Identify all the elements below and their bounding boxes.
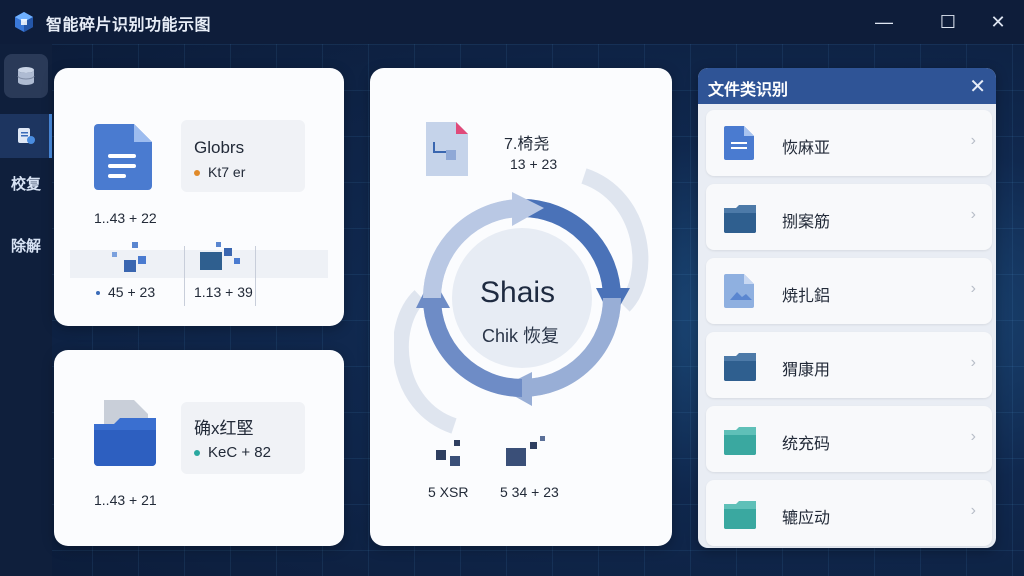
folder-icon — [724, 427, 756, 455]
sidebar-item-recognition[interactable] — [0, 114, 52, 158]
fragment-stat-1: 45 + 23 — [96, 284, 155, 300]
document-icon — [724, 126, 754, 160]
sidebar: 校复 除解 — [0, 44, 52, 576]
image-file-icon — [724, 274, 754, 308]
file-type-label: 焼扎鋁 — [782, 288, 831, 305]
chevron-right-icon: › — [970, 206, 976, 223]
close-button[interactable]: ✕ — [982, 6, 1014, 38]
chevron-right-icon: › — [970, 428, 976, 445]
folder-icon — [724, 501, 756, 529]
chevron-right-icon: › — [970, 502, 976, 519]
folder-stat: 1..43 + 21 — [94, 492, 157, 508]
fragment-left-stat: 5 XSR — [428, 484, 469, 500]
app-logo-icon — [15, 12, 33, 32]
recovery-cycle-diagram — [394, 168, 649, 434]
database-icon — [17, 67, 35, 85]
maximize-button[interactable]: ☐ — [932, 6, 964, 38]
file-type-row[interactable]: 焼扎鋁 › — [706, 258, 992, 324]
title-bar: 智能碎片识别功能示图 — ☐ ✕ — [0, 0, 1024, 44]
file-type-label: 捌案筋 — [782, 214, 831, 231]
fragment-file-icon — [426, 122, 468, 176]
panel-title: 文件类识别 — [708, 82, 789, 99]
maximize-icon: ☐ — [939, 11, 957, 32]
sidebar-item-database[interactable] — [4, 54, 48, 98]
folder-subtitle-text: KeC + 82 — [208, 444, 271, 461]
file-type-label: 辘应动 — [782, 510, 831, 527]
document-subtitle-text: Kt7 er — [208, 164, 246, 180]
folder-label-box — [181, 402, 305, 474]
folder-title: 确x红堅 — [194, 419, 254, 438]
document-label-box — [181, 120, 305, 192]
fragment-dot — [96, 291, 100, 296]
fragment-frame — [184, 246, 256, 306]
panel-header: 文件类识别 ✕ — [698, 68, 996, 104]
file-type-row[interactable]: 辘应动 › — [706, 480, 992, 546]
file-type-row[interactable]: 统充码 › — [706, 406, 992, 472]
chevron-right-icon: › — [970, 354, 976, 371]
file-type-row[interactable]: 捌案筋 › — [706, 184, 992, 250]
folder-card[interactable]: 确x红堅 KeC + 82 1..43 + 21 — [54, 350, 344, 546]
recovery-card[interactable]: 7.椅尧 13 + 23 Shais Chik 恢复 — [370, 68, 672, 546]
file-type-row[interactable]: 猬康用 › — [706, 332, 992, 398]
folder-icon — [724, 353, 756, 381]
cycle-sub-label: Chik 恢复 — [482, 326, 560, 346]
sidebar-item-decode[interactable]: 除解 — [10, 238, 41, 255]
fragment-file-sub: 13 + 23 — [510, 156, 558, 172]
file-type-panel: 文件类识别 ✕ 恢麻亚 › 捌案筋 › — [698, 68, 996, 548]
cycle-main-label: Shais — [480, 276, 556, 309]
folder-status-dot — [194, 450, 200, 457]
chevron-right-icon: › — [970, 280, 976, 297]
minimize-button[interactable]: — — [868, 6, 900, 38]
document-stat: 1..43 + 22 — [94, 210, 157, 226]
document-title: Globrs — [194, 138, 245, 157]
fragment-stat-1-text: 45 + 23 — [108, 284, 156, 300]
chevron-right-icon: › — [970, 132, 976, 149]
document-icon — [94, 124, 152, 190]
folder-piece-icon — [506, 436, 545, 466]
sidebar-item-restore[interactable]: 校复 — [10, 176, 41, 193]
minimize-icon: — — [875, 11, 893, 32]
close-icon: ✕ — [990, 11, 1006, 32]
folder-icon — [724, 205, 756, 233]
folder-subtitle: KeC + 82 — [194, 444, 271, 461]
file-type-label: 统充码 — [782, 436, 831, 453]
document-search-icon — [18, 128, 35, 144]
fragment-icon — [112, 242, 146, 272]
folder-fragment-icon — [200, 242, 240, 270]
file-type-label: 恢麻亚 — [782, 140, 831, 157]
status-dot — [194, 170, 200, 177]
folder-icon — [94, 400, 156, 466]
fragment-right-stat: 5 34 + 23 — [500, 484, 559, 500]
fragment-file-title: 7.椅尧 — [504, 136, 550, 153]
file-type-row[interactable]: 恢麻亚 › — [706, 110, 992, 176]
fragment-piece-icon — [436, 440, 460, 466]
fragment-stat-2: 1.13 + 39 — [194, 284, 253, 300]
document-subtitle: Kt7 er — [194, 164, 245, 180]
document-card[interactable]: Globrs Kt7 er 1..43 + 22 45 + 23 1.13 + … — [54, 68, 344, 326]
panel-close-icon[interactable]: ✕ — [969, 76, 986, 98]
window-title: 智能碎片识别功能示图 — [46, 17, 212, 34]
file-type-label: 猬康用 — [782, 362, 831, 379]
